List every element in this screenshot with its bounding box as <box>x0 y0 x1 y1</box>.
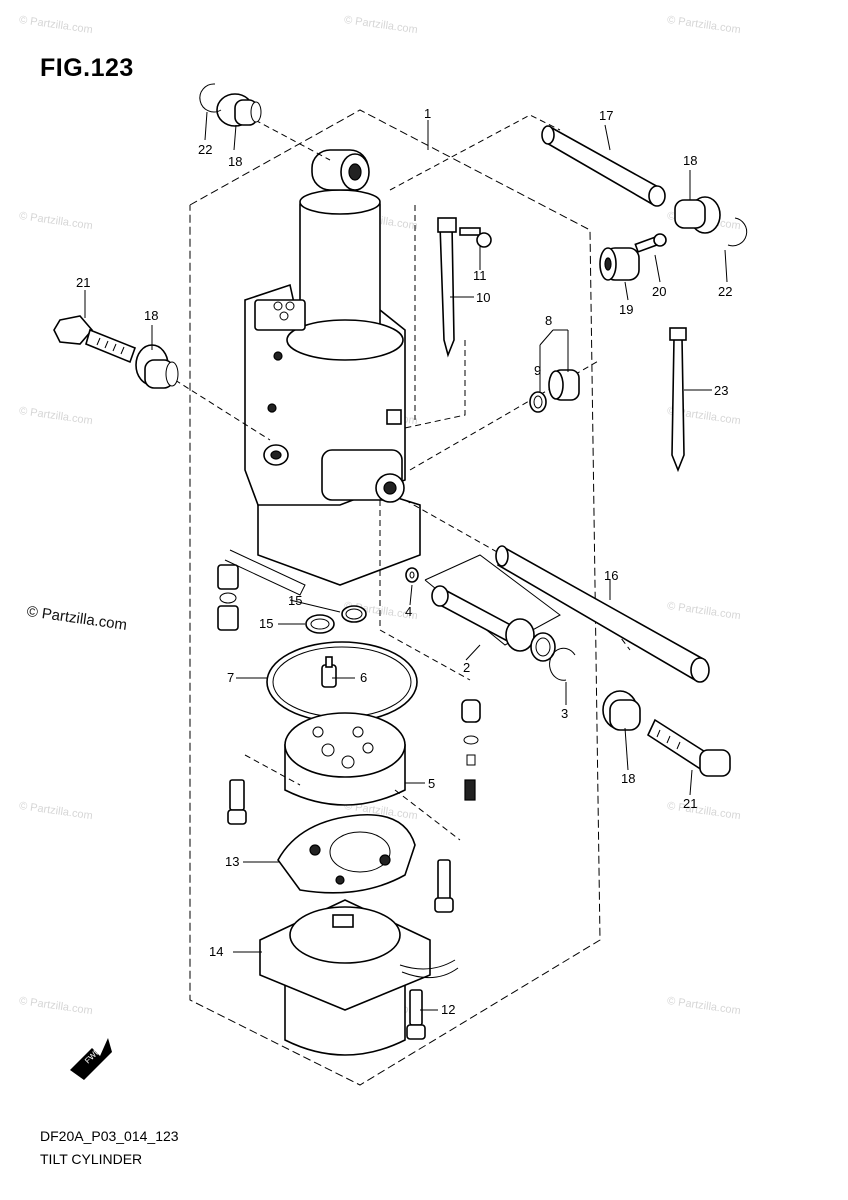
callout-19: 19 <box>619 302 633 317</box>
callout-18c: 18 <box>144 308 158 323</box>
bolt-12[interactable] <box>406 989 426 1040</box>
callout-21a: 21 <box>76 275 90 290</box>
cable-tie-10[interactable] <box>437 217 457 358</box>
bolt-cover-right[interactable] <box>434 859 454 913</box>
callout-13: 13 <box>225 854 239 869</box>
bushing-18-bottom-right[interactable] <box>602 690 641 731</box>
callout-23: 23 <box>714 383 728 398</box>
valve-stack[interactable] <box>461 699 481 801</box>
callout-22b: 22 <box>718 284 732 299</box>
valve-2[interactable] <box>424 554 561 662</box>
pump-5[interactable] <box>244 712 461 841</box>
callout-17: 17 <box>599 108 613 123</box>
callout-20: 20 <box>652 284 666 299</box>
plug-8[interactable] <box>548 369 580 401</box>
callout-10: 10 <box>476 290 490 305</box>
figure-code: DF20A_P03_014_123 <box>40 1128 179 1144</box>
callout-18a: 18 <box>228 154 242 169</box>
callout-7: 7 <box>227 670 234 685</box>
fwd-arrow-icon: FWD <box>70 1038 112 1080</box>
callout-3: 3 <box>561 706 568 721</box>
callout-2: 2 <box>463 660 470 675</box>
callout-1: 1 <box>424 106 431 121</box>
callout-9: 9 <box>534 363 541 378</box>
bolt-21-left[interactable] <box>53 315 137 364</box>
callout-16: 16 <box>604 568 618 583</box>
callout-6: 6 <box>360 670 367 685</box>
o-ring-15-a[interactable] <box>305 614 335 634</box>
screw-20[interactable] <box>634 233 667 253</box>
callout-11: 11 <box>473 268 487 283</box>
circlip-22-right[interactable] <box>727 217 748 247</box>
callout-15a: 15 <box>288 593 302 608</box>
pin-17[interactable] <box>541 125 666 207</box>
callout-8: 8 <box>545 313 552 328</box>
figure-title: FIG.123 <box>40 54 134 82</box>
screw-11[interactable] <box>459 227 492 248</box>
circlip-3[interactable] <box>549 647 576 681</box>
motor-14[interactable] <box>259 899 459 1056</box>
callouts: 1 2 3 4 5 6 7 8 9 10 11 12 13 14 15 15 1… <box>76 106 732 1017</box>
bushing-18-top-left[interactable] <box>216 93 262 127</box>
fitting-6[interactable] <box>321 656 337 688</box>
washer-4[interactable] <box>405 567 419 583</box>
pin-16[interactable] <box>495 545 710 683</box>
cable-tie-23[interactable] <box>669 327 687 473</box>
bushing-18-top-right[interactable] <box>674 196 721 234</box>
figure-name: TILT CYLINDER <box>40 1151 143 1167</box>
callout-18d: 18 <box>621 771 635 786</box>
callout-5: 5 <box>428 776 435 791</box>
bolt-21-right[interactable] <box>646 718 731 777</box>
callout-22a: 22 <box>198 142 212 157</box>
tilt-cylinder-body[interactable] <box>244 149 421 586</box>
callout-4: 4 <box>405 604 412 619</box>
bushing-18-left[interactable] <box>135 344 179 389</box>
cover-13[interactable] <box>277 813 416 894</box>
bolt-pump-left[interactable] <box>227 779 247 825</box>
o-ring-15-b[interactable] <box>341 605 367 623</box>
callout-18b: 18 <box>683 153 697 168</box>
check-valve-plugs[interactable] <box>217 549 306 631</box>
assembly-outline <box>189 109 601 1086</box>
circlip-22-left[interactable] <box>199 83 222 113</box>
callout-12: 12 <box>441 1002 455 1017</box>
spacer-19[interactable] <box>599 247 640 281</box>
o-ring-7[interactable] <box>266 641 418 723</box>
callout-14: 14 <box>209 944 223 959</box>
callout-21b: 21 <box>683 796 697 811</box>
leader-lines <box>84 111 728 1011</box>
callout-15b: 15 <box>259 616 273 631</box>
o-ring-9[interactable] <box>529 391 547 413</box>
